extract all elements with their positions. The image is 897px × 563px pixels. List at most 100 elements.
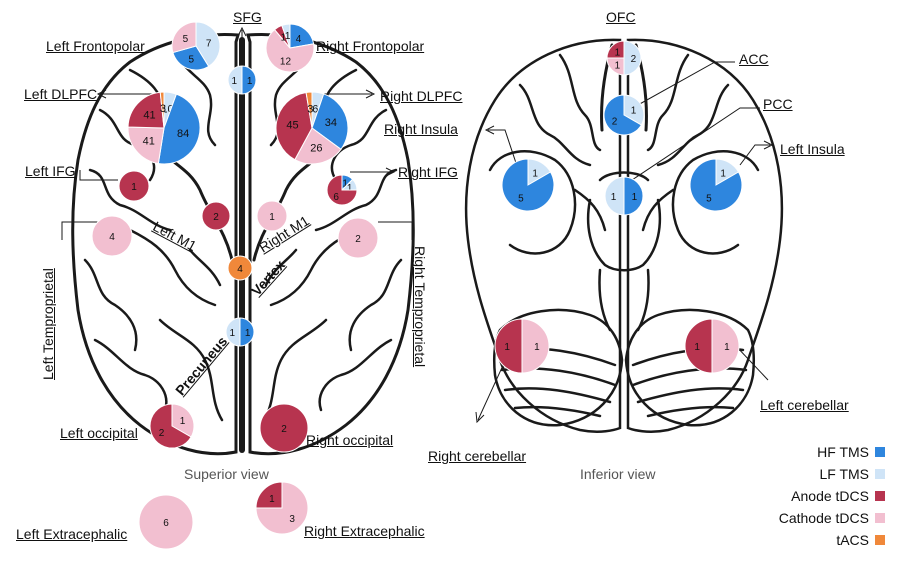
- legend-item-hf-tms: HF TMS: [735, 441, 885, 463]
- legend-swatch: [875, 469, 885, 479]
- inferior-view-caption: Inferior view: [580, 466, 656, 482]
- label-left-cerebellar: Left cerebellar: [760, 397, 849, 413]
- pie-slice-cathode-tdcs: [91, 215, 133, 257]
- legend-label: Cathode tDCS: [778, 510, 869, 526]
- pie-slice-cathode-tdcs: [337, 217, 379, 259]
- pie-left-m1: 2: [201, 201, 231, 231]
- superior-view-caption: Superior view: [184, 466, 269, 482]
- pie-slice-hf-tms: [241, 65, 257, 95]
- pie-value-label: 26: [310, 142, 322, 154]
- legend-item-anode-tdcs: Anode tDCS: [735, 485, 885, 507]
- pie-slice-anode-tdcs: [606, 40, 625, 59]
- legend-swatch: [875, 447, 885, 457]
- pie-right-ifg: 116: [326, 174, 358, 206]
- pie-left-cerebellar: 11: [684, 318, 740, 374]
- pie-value-label: 1: [269, 212, 275, 223]
- pie-slice-tacs: [159, 91, 165, 129]
- pie-value-label: 3: [307, 103, 313, 115]
- pie-slice-anode-tdcs: [118, 170, 150, 202]
- pie-value-label: 41: [143, 110, 155, 122]
- pie-value-label: 1: [534, 342, 540, 353]
- pie-slice-cathode-tdcs: [255, 481, 309, 535]
- pie-slice-hf-tms: [157, 93, 201, 165]
- inferior-view-brain: [464, 38, 784, 433]
- pie-value-label: 2: [281, 424, 287, 435]
- pie-value-label: 1: [615, 47, 621, 58]
- pie-value-label: 1: [611, 192, 617, 203]
- pie-slice-tacs: [227, 255, 253, 281]
- pie-value-label: 1: [615, 61, 621, 72]
- pie-right-extracephalic: 31: [255, 481, 309, 535]
- label-left-frontopolar: Left Frontopolar: [46, 38, 145, 54]
- pie-slice-cathode-tdcs: [521, 318, 550, 374]
- legend-item-cathode-tdcs: Cathode tDCS: [735, 507, 885, 529]
- pie-value-label: 1: [724, 342, 730, 353]
- pie-value-label: 1: [694, 342, 700, 353]
- pie-value-label: 1: [632, 192, 638, 203]
- pie-slice-anode-tdcs: [127, 91, 165, 129]
- pie-slice-hf-tms: [603, 94, 643, 136]
- pie-slice-cathode-tdcs: [171, 21, 197, 54]
- legend-label: HF TMS: [817, 444, 869, 460]
- pie-value-label: 3: [160, 103, 166, 115]
- legend-swatch: [875, 513, 885, 523]
- pie-slice-anode-tdcs: [201, 201, 231, 231]
- pie-value-label: 1: [281, 33, 287, 44]
- pie-value-label: 1: [245, 328, 251, 339]
- pie-slice-anode-tdcs: [259, 403, 309, 453]
- legend-item-tacs: tACS: [735, 529, 885, 551]
- pie-value-label: 1: [269, 494, 275, 505]
- pie-value-label: 1: [504, 342, 510, 353]
- pie-value-label: 12: [280, 56, 292, 67]
- pie-slice-lf-tms: [281, 23, 291, 49]
- pie-right-temproprietal: 2: [337, 217, 379, 259]
- pie-left-frontopolar: 755: [171, 21, 221, 71]
- pie-slice-hf-tms: [689, 158, 743, 212]
- pie-value-label: 5: [518, 193, 524, 204]
- pie-value-label: 6: [163, 518, 169, 529]
- pie-value-label: 6: [333, 192, 339, 203]
- pie-slice-cathode-tdcs: [127, 126, 165, 165]
- pie-left-insula: 15: [689, 158, 743, 212]
- pie-right-m1: 1: [256, 200, 288, 232]
- label-right-dlpfc: Right DLPFC: [380, 88, 463, 104]
- pie-value-label: 1: [285, 31, 291, 42]
- pie-slice-anode-tdcs: [326, 174, 358, 206]
- pie-value-label: 4: [109, 232, 115, 243]
- pie-value-label: 1: [342, 178, 348, 189]
- pie-value-label: 1: [230, 328, 236, 339]
- pie-value-label: 1: [532, 169, 538, 180]
- legend-label: LF TMS: [819, 466, 869, 482]
- pie-value-label: 6: [312, 103, 318, 115]
- pie-value-label: 5: [706, 193, 712, 204]
- pie-slice-anode-tdcs: [275, 91, 313, 161]
- pie-left-ifg: 1: [118, 170, 150, 202]
- pie-value-label: 34: [325, 117, 337, 129]
- pie-slice-lf-tms: [227, 65, 243, 95]
- pie-slice-anode-tdcs: [494, 318, 523, 374]
- pie-left-occipital: 12: [149, 403, 195, 449]
- pie-slice-lf-tms: [604, 176, 625, 216]
- label-right-temproprietal: Right Temproprietal: [412, 246, 428, 368]
- label-right-insula: Right Insula: [384, 121, 458, 137]
- pie-slice-lf-tms: [225, 317, 241, 347]
- pie-value-label: 7: [206, 38, 212, 49]
- pie-slice-hf-tms: [239, 317, 255, 347]
- pie-value-label: 1: [247, 76, 253, 87]
- pie-slice-anode-tdcs: [149, 403, 192, 449]
- label-right-occipital: Right occipital: [306, 432, 394, 448]
- pie-right-occipital: 2: [259, 403, 309, 453]
- pie-slice-lf-tms: [623, 40, 642, 76]
- label-right-ifg: Right IFG: [398, 164, 458, 180]
- pie-value-label: 41: [143, 136, 155, 148]
- label-left-ifg: Left IFG: [25, 163, 76, 179]
- pie-value-label: 1: [131, 182, 137, 193]
- legend-swatch: [875, 535, 885, 545]
- legend-label: Anode tDCS: [791, 488, 869, 504]
- pie-slice-cathode-tdcs: [256, 200, 288, 232]
- pie-value-label: 1: [232, 76, 238, 87]
- label-pcc: PCC: [763, 96, 793, 112]
- label-ofc: OFC: [606, 9, 636, 25]
- pie-slice-cathode-tdcs: [138, 494, 194, 550]
